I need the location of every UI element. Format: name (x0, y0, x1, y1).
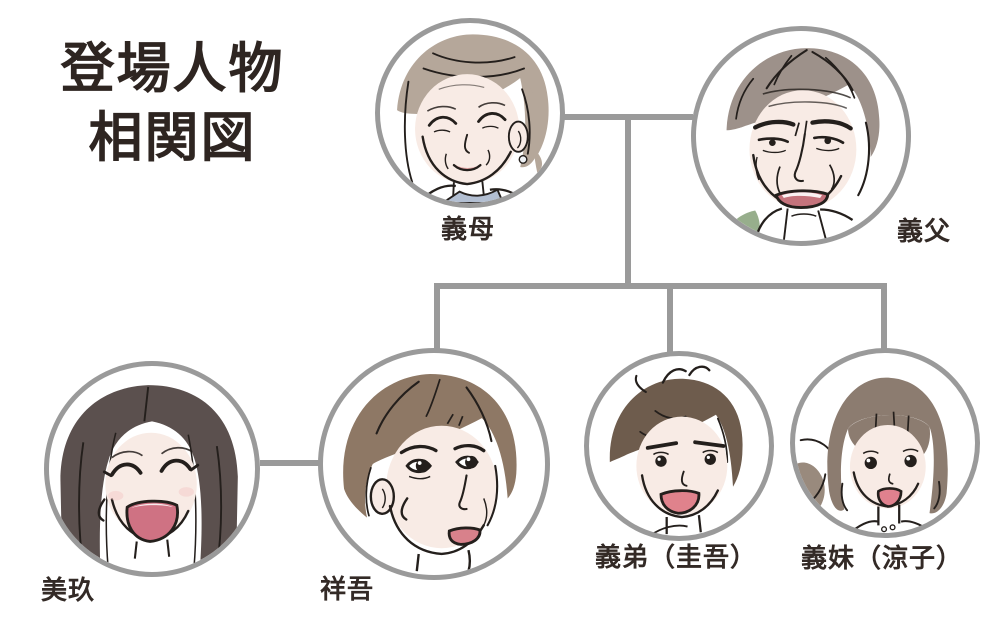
eyes (426, 102, 507, 133)
mouth (125, 499, 179, 543)
sister-in-law-label: 義妹（涼子） (800, 544, 964, 574)
shogo-face (343, 374, 517, 572)
hair (343, 374, 517, 518)
eyes (399, 413, 486, 480)
brother-in-law-portrait (584, 351, 774, 541)
mother-in-law-label: 義母 (440, 215, 496, 245)
sister-in-law-face (795, 377, 948, 533)
diagram-title-line1: 登場人物 (60, 37, 285, 100)
nose-and-mouth (447, 474, 488, 546)
face (415, 74, 529, 186)
eyes (753, 119, 853, 154)
face (636, 416, 728, 519)
hair (60, 385, 238, 572)
father-in-law-label: 義父 (896, 217, 952, 247)
mother-in-law-portrait (375, 18, 565, 208)
shogo-label: 祥吾 (319, 575, 375, 605)
nose-and-mouth (755, 133, 836, 217)
father-in-law-face (724, 48, 880, 241)
miku-portrait (44, 361, 260, 577)
neck-and-shirt (649, 515, 702, 536)
sister-in-law-portrait (790, 348, 980, 538)
sweat-drop (400, 497, 409, 521)
eyes (645, 440, 726, 467)
sweat-drop (97, 498, 106, 522)
brother-in-law-face (609, 365, 743, 536)
eyes (102, 446, 200, 478)
miku-face (60, 385, 238, 572)
miku-label: 美玖 (40, 576, 96, 606)
brother-in-law-label: 義弟（圭吾） (594, 543, 758, 573)
shogo-portrait (318, 348, 550, 580)
neck-and-shoulders (849, 504, 931, 533)
nose-and-mouth (876, 473, 903, 508)
ear (369, 478, 396, 515)
diagram-title: 登場人物 相関図 (55, 34, 290, 172)
father-in-law-portrait (691, 26, 911, 246)
mother-in-law-face (397, 34, 549, 203)
siblings-branch-line (434, 283, 887, 354)
blue-collar (440, 188, 505, 203)
diagram-title-line2: 相関図 (88, 106, 257, 170)
earring (518, 154, 528, 164)
eyes (862, 448, 919, 470)
neck (133, 539, 171, 559)
nose-and-mouth (438, 84, 491, 172)
nose-and-mouth (659, 470, 701, 515)
